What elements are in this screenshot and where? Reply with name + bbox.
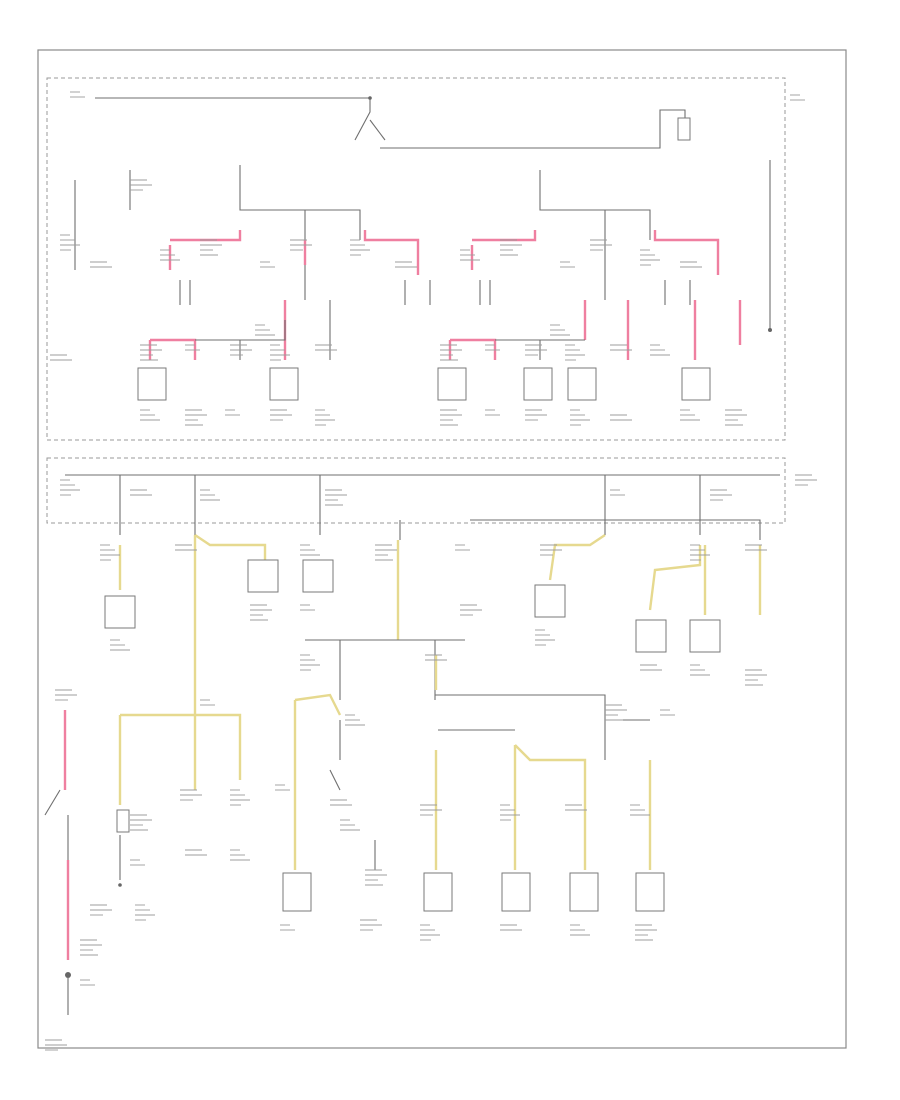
low-component-5 [635,872,665,912]
left-cluster-bus [239,165,361,240]
battery-feed-wire [63,710,70,960]
gnd-wire-4 [548,534,606,581]
left-relay [116,809,130,833]
right-component-4 [681,367,711,401]
right-power-wire-1 [470,230,537,270]
right-power-wire-2 [653,230,720,275]
gnd-wire-8 [293,693,342,870]
diagram-frame [37,49,847,1049]
middle-bus-drops [119,475,701,535]
left-component-1 [137,367,167,401]
lower-section [44,474,780,1015]
lower-switch-wire [329,720,376,870]
mid-component-4 [534,584,566,618]
upper-module-box [46,77,786,441]
right-component-1 [437,367,467,401]
gnd-wire-10 [513,744,587,870]
mid-component-1 [104,595,136,629]
left-lower-bus [195,320,286,360]
low-component-1 [282,872,312,912]
battery-switch [44,789,69,860]
gnd-wire-12 [118,713,242,805]
middle-module-box [46,457,786,524]
relay-top-right [677,117,691,141]
left-lower-drops [179,280,431,360]
left-component-2 [269,367,299,401]
right-power-wire-3 [583,300,742,360]
splice-drops [339,640,436,700]
gnd-wire-2 [194,534,267,560]
left-relay-node [118,883,122,887]
left-power-wire-2 [363,230,420,275]
right-cluster-bus [539,170,651,240]
right-component-2 [523,367,553,401]
mid-component-2 [247,559,279,593]
battery-terminal [65,972,71,978]
far-right-ground [768,328,772,332]
right-component-3 [567,367,597,401]
mid-component-3 [302,559,334,593]
right-lower-drops [479,280,691,305]
illegible-label-marks [45,91,817,1051]
ignition-bus-wire [95,97,686,149]
mid-component-6 [689,619,721,653]
low-component-4 [569,872,599,912]
mid-component-5 [635,619,667,653]
low-component-3 [501,872,531,912]
left-power-wire-3 [283,240,307,360]
low-component-2 [423,872,453,912]
ignition-node [368,96,372,100]
ignition-switch-contact [369,119,386,141]
middle-inner-bus [470,519,761,540]
upper-section [74,96,772,401]
left-power-wire-1 [168,230,242,270]
